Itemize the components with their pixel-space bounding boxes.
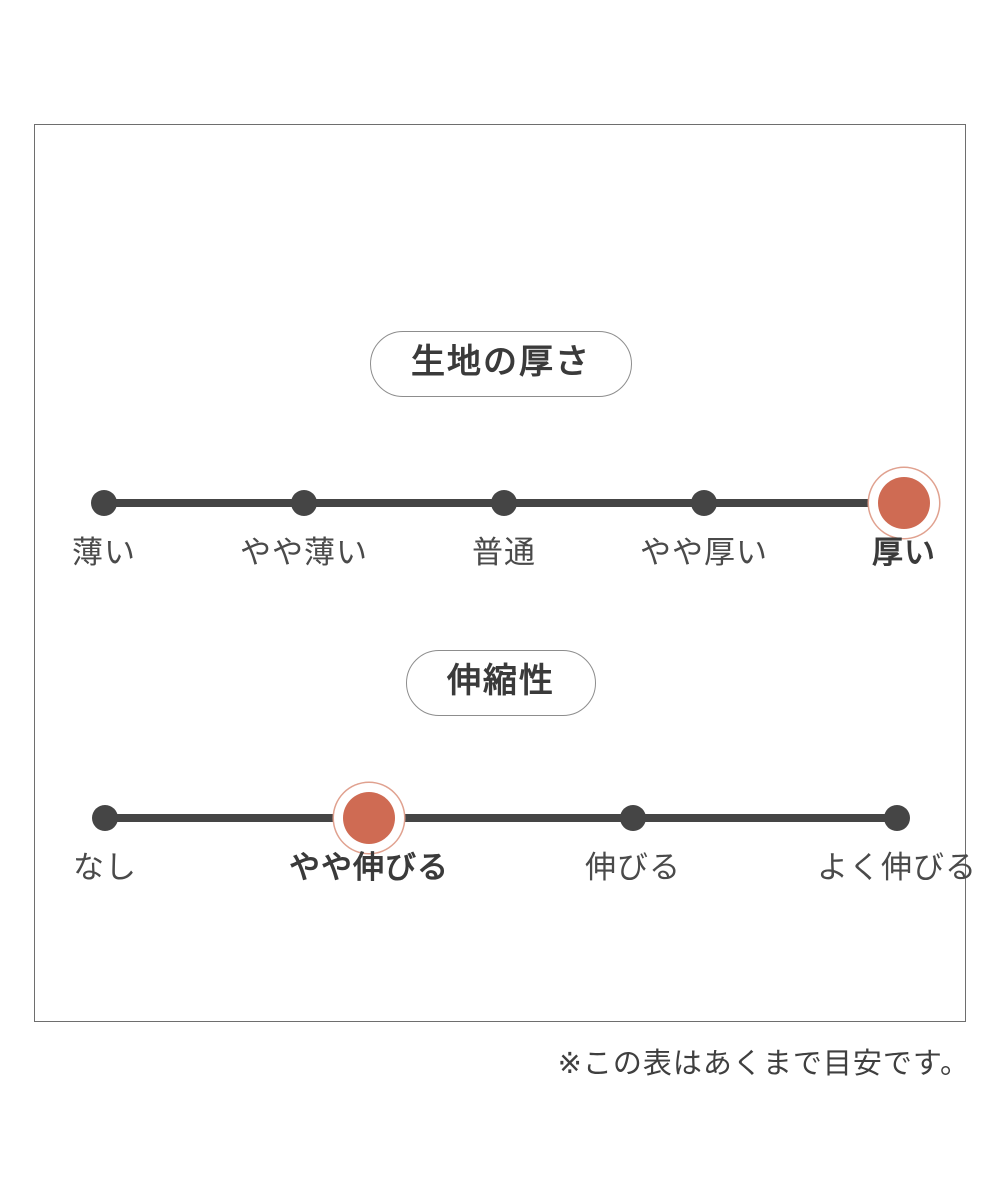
scale-labels-thickness: 薄い やや薄い 普通 やや厚い 厚い [35, 536, 967, 594]
scale-label-stretch-2: 伸びる [585, 850, 681, 886]
scale-heading-wrap-stretch: 伸縮性 [35, 650, 967, 716]
scale-heading-thickness: 生地の厚さ [370, 331, 632, 397]
scale-label-thickness-0: 薄い [72, 535, 136, 571]
scale-node-stretch-0[interactable] [92, 805, 118, 831]
scale-node-stretch-1-selected[interactable] [343, 792, 395, 844]
scale-node-thickness-3[interactable] [691, 490, 717, 516]
scale-track-area-stretch [35, 785, 967, 851]
scale-heading-wrap-thickness: 生地の厚さ [35, 331, 967, 397]
scale-node-thickness-4-selected[interactable] [878, 477, 930, 529]
fabric-spec-card: 生地の厚さ 薄い やや薄い 普通 やや厚い 厚い 伸縮性 [34, 124, 976, 1022]
scale-track-area-thickness [35, 470, 967, 536]
scale-label-thickness-1: やや薄い [240, 535, 368, 571]
scale-label-stretch-0: なし [73, 850, 137, 886]
scale-stretch: なし やや伸びる 伸びる よく伸びる [35, 785, 976, 935]
scale-label-stretch-3: よく伸びる [817, 850, 977, 886]
scale-track-stretch [105, 814, 897, 822]
scale-heading-stretch: 伸縮性 [406, 650, 596, 716]
scale-node-thickness-0[interactable] [91, 490, 117, 516]
scale-node-stretch-3[interactable] [884, 805, 910, 831]
scale-label-thickness-4-selected: 厚い [872, 535, 936, 571]
scale-label-thickness-2: 普通 [472, 535, 536, 571]
scale-node-stretch-2[interactable] [620, 805, 646, 831]
scale-label-thickness-3: やや厚い [640, 535, 768, 571]
scale-node-thickness-1[interactable] [291, 490, 317, 516]
scale-labels-stretch: なし やや伸びる 伸びる よく伸びる [35, 850, 976, 909]
scale-node-thickness-2[interactable] [491, 490, 517, 516]
scale-label-stretch-1-selected: やや伸びる [289, 850, 449, 886]
footnote-disclaimer: ※この表はあくまで目安です。 [557, 1046, 970, 1080]
scale-thickness: 薄い やや薄い 普通 やや厚い 厚い [35, 470, 967, 620]
